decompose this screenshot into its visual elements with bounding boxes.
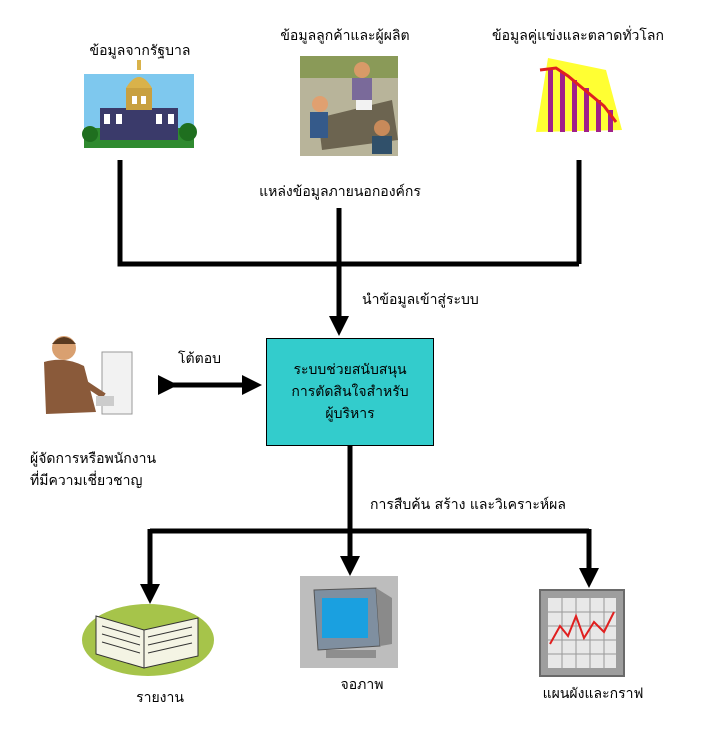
- expert-line-2: ที่มีความเชี่ยวชาญ: [30, 473, 143, 489]
- dss-line-1: ระบบช่วยสนับสนุน: [293, 362, 407, 378]
- report-label: รายงาน: [136, 690, 184, 706]
- expert-person-icon: [44, 336, 133, 415]
- computer-monitor-icon: [300, 576, 398, 668]
- gov-connector: [117, 160, 579, 267]
- report-book-icon: [82, 604, 214, 676]
- dss-line-2: การตัดสินใจสำหรับ: [291, 384, 409, 400]
- dss-box: ระบบช่วยสนับสนุน การตัดสินใจสำหรับ ผู้บร…: [266, 338, 434, 446]
- meeting-people-icon: [300, 56, 398, 156]
- process-label: การสืบค้น สร้าง และวิเคราะห์ผล: [370, 497, 566, 513]
- customer-source-label: ข้อมูลลูกค้าและผู้ผลิต: [280, 28, 410, 44]
- expert-line-1: ผู้จัดการหรือพนักงาน: [30, 451, 157, 467]
- line-graph-icon: [539, 589, 625, 677]
- gov-source-label: ข้อมูลจากรัฐบาล: [89, 43, 191, 59]
- expert-label: ผู้จัดการหรือพนักงาน ที่มีความเชี่ยวชาญ: [30, 448, 156, 492]
- dss-line-3: ผู้บริหาร: [325, 406, 375, 422]
- market-chart-icon: [536, 58, 622, 132]
- chart-label: แผนผังและกราฟ: [542, 686, 644, 702]
- government-building-icon: [82, 60, 197, 148]
- interact-label: โต้ตอบ: [178, 351, 221, 367]
- input-label: นำข้อมูลเข้าสู่ระบบ: [362, 292, 479, 308]
- screen-label: จอภาพ: [340, 677, 384, 693]
- external-source-label: แหล่งข้อมูลภายนอกองค์กร: [259, 184, 421, 200]
- competitor-source-label: ข้อมูลคู่แข่งและตลาดทั่วโลก: [492, 28, 664, 44]
